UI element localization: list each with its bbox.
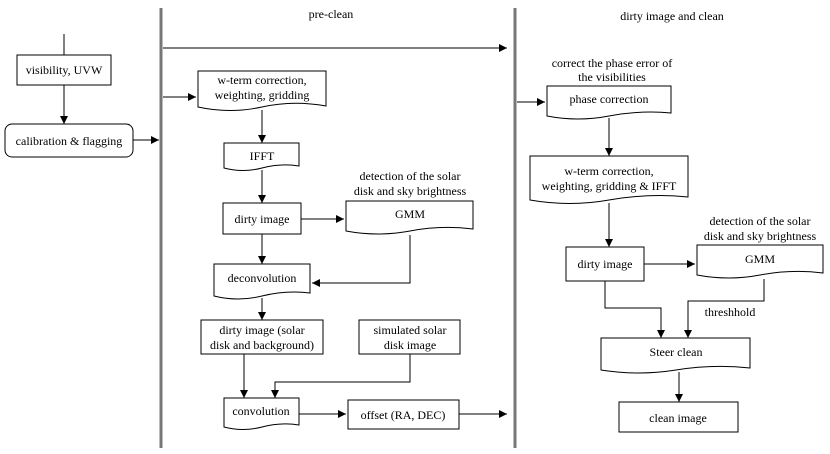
clean-image-label: clean image: [649, 411, 707, 425]
dirty-solar-label-2: disk and background): [210, 338, 314, 352]
wterm-label-1: w-term correction,: [217, 73, 306, 87]
phase-correction-label: phase correction: [570, 92, 649, 106]
phase-caption-2: the visibilities: [578, 70, 646, 84]
arrow-simulated-to-convolution: [271, 354, 411, 398]
wterm-label-2: weighting, gridding: [215, 88, 310, 102]
steer-clean-label: Steer clean: [650, 345, 703, 359]
column-title-dirty-clean: dirty image and clean: [620, 9, 724, 23]
wterm-ifft-label-1: w-term correction,: [564, 164, 653, 178]
gmm-caption-2: disk and sky brightness: [354, 184, 467, 198]
wterm-ifft-label-2: weighting, gridding & IFFT: [542, 179, 677, 193]
wterm-ifft-document-shape: [529, 155, 689, 204]
dirty-solar-box: [200, 319, 324, 355]
wterm-document-shape: [197, 70, 327, 111]
steer-clean-document-shape: [600, 337, 751, 374]
gmm-label: GMM: [395, 207, 425, 221]
arrow-gmm-to-deconvolution: [312, 235, 411, 287]
phase-caption-1: correct the phase error of: [552, 56, 673, 70]
deconvolution-document-shape: [213, 263, 311, 300]
right-gmm-caption-1: detection of the solar: [710, 214, 811, 228]
column-title-pre-clean: pre-clean: [309, 7, 354, 21]
dirty-image-box: [222, 202, 302, 235]
dirty-image-label: dirty image: [235, 212, 290, 226]
convolution-label: convolution: [232, 404, 289, 418]
deconvolution-label: deconvolution: [228, 271, 297, 285]
phase-correction-document-shape: [546, 85, 672, 120]
right-gmm-caption-2: disk and sky brightness: [704, 229, 817, 243]
visibility-box: [16, 54, 112, 86]
offset-label: offset (RA, DEC): [361, 408, 446, 422]
arrow-gmm-to-steer: [684, 279, 765, 338]
gmm-caption-1: detection of the solar: [360, 169, 461, 183]
right-gmm-document-shape: [696, 244, 824, 279]
clean-image-box: [618, 401, 739, 433]
simulated-solar-label-2: disk image: [384, 338, 436, 352]
arrow-right-dirty-to-steer: [604, 281, 665, 338]
right-gmm-label: GMM: [745, 252, 775, 266]
ifft-document-shape: [223, 142, 300, 171]
ifft-label: IFFT: [250, 149, 275, 163]
right-dirty-image-label: dirty image: [578, 257, 633, 271]
threshold-label: threshhold: [705, 305, 756, 319]
offset-box: [347, 399, 460, 430]
dirty-solar-label-1: dirty image (solar: [219, 323, 304, 337]
calibration-label: calibration & flagging: [16, 134, 123, 148]
gmm-document-shape: [345, 200, 474, 235]
visibility-label: visibility, UVW: [26, 63, 103, 77]
convolution-document-shape: [223, 397, 300, 430]
simulated-solar-box: [358, 319, 461, 355]
simulated-solar-label-1: simulated solar: [374, 323, 447, 337]
